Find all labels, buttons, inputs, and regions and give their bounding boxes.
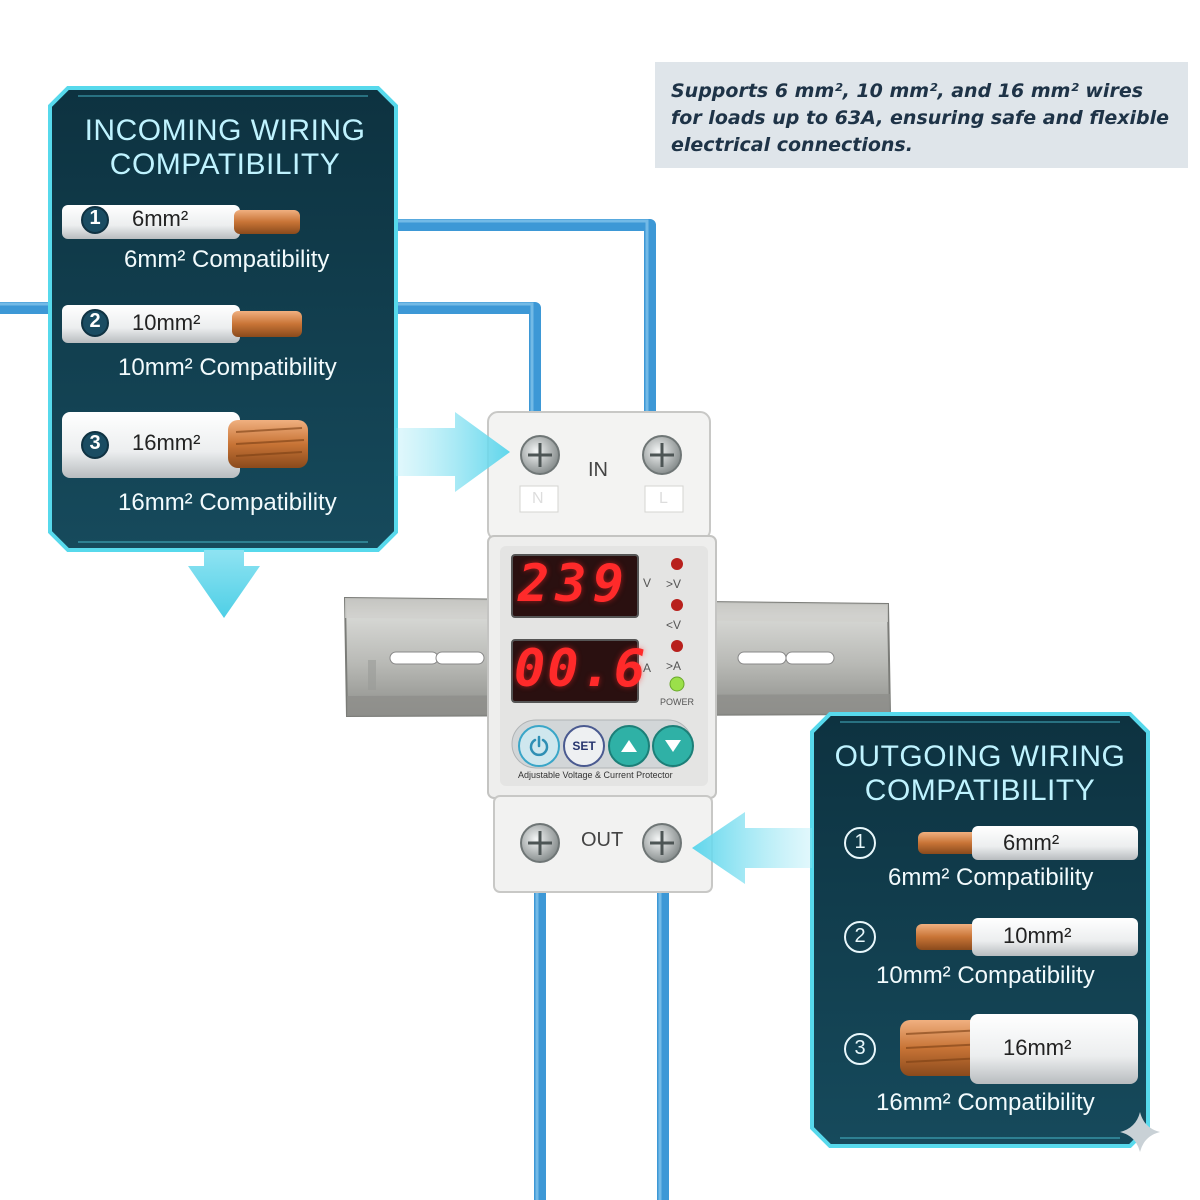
incoming-title-line2: COMPATIBILITY [109, 148, 341, 181]
terminal-n-label: N [532, 490, 544, 507]
out-label: OUT [581, 829, 624, 851]
power-button[interactable] [518, 725, 560, 767]
outgoing-title-line1: OUTGOING WIRING [834, 740, 1126, 773]
outgoing-title-line2: COMPATIBILITY [864, 774, 1096, 807]
outgoing-item-2-size: 10mm² [1003, 923, 1072, 948]
incoming-item-3-size: 16mm² [132, 430, 201, 455]
outgoing-item-1-label: 6mm² Compatibility [888, 864, 1094, 891]
incoming-item-3-label: 16mm² Compatibility [118, 489, 337, 516]
incoming-item-1-label: 6mm² Compatibility [124, 246, 330, 273]
power-label: POWER [660, 697, 695, 707]
info-note-text: Supports 6 mm², 10 mm², and 16 mm² wires… [671, 80, 1169, 156]
under-voltage-indicator: <V [666, 618, 682, 632]
arrow-down [188, 550, 260, 618]
incoming-wire-samples [62, 205, 308, 478]
terminal-l-label: L [659, 490, 668, 507]
incoming-item-2-number: 2 [89, 310, 101, 332]
down-arrow-icon [665, 740, 681, 752]
incoming-item-2-label: 10mm² Compatibility [118, 354, 337, 381]
product-name: Adjustable Voltage & Current Protector [518, 770, 673, 780]
voltage-unit: V [643, 576, 652, 590]
info-note: Supports 6 mm², 10 mm², and 16 mm² wires… [655, 62, 1188, 168]
incoming-item-1-size: 6mm² [132, 206, 189, 231]
over-voltage-indicator: >V [666, 577, 682, 591]
outgoing-item-3-number: 3 [854, 1037, 866, 1059]
in-label: IN [588, 459, 608, 481]
power-icon [529, 735, 549, 757]
down-button[interactable] [652, 725, 694, 767]
incoming-title-line1: INCOMING WIRING [84, 114, 366, 147]
incoming-item-1-number: 1 [89, 207, 101, 229]
arrow-to-in [396, 412, 510, 492]
over-current-indicator: >A [666, 659, 682, 673]
outgoing-wire-samples [844, 826, 1138, 1084]
incoming-item-2-size: 10mm² [132, 310, 201, 335]
set-button[interactable]: SET [563, 725, 605, 767]
arrow-to-out [692, 812, 812, 884]
up-arrow-icon [621, 740, 637, 752]
outgoing-item-3-label: 16mm² Compatibility [876, 1089, 1095, 1116]
current-unit: A [643, 661, 652, 675]
sparkle-icon [1120, 1112, 1160, 1152]
voltage-display: 239 [518, 554, 630, 614]
outgoing-item-2-label: 10mm² Compatibility [876, 962, 1095, 989]
outgoing-item-2-number: 2 [854, 925, 866, 947]
outgoing-item-3-size: 16mm² [1003, 1035, 1072, 1060]
outgoing-item-1-number: 1 [854, 831, 866, 853]
up-button[interactable] [608, 725, 650, 767]
outgoing-item-1-size: 6mm² [1003, 830, 1060, 855]
incoming-item-3-number: 3 [89, 432, 101, 454]
current-display: 00.6 [514, 639, 648, 699]
